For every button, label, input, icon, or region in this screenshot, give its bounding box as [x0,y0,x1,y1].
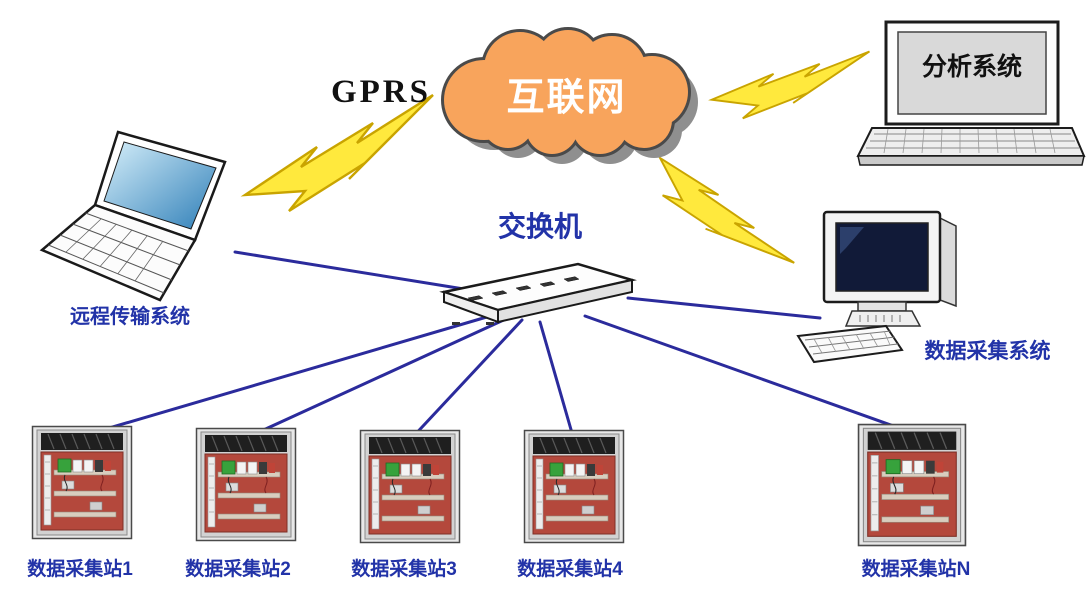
station-label-3: 数据采集站3 [351,559,457,580]
switch-front-face [497,278,633,324]
internet-cloud-label: 互联网 [506,77,627,119]
ethernet-switch [439,262,637,325]
monitor-neck [857,301,907,312]
link-switch-station1 [80,312,499,438]
laptop-key-columns [65,218,164,282]
lightning-bolt-laptop-cloud [243,93,435,213]
station-label-1: 数据采集站1 [27,559,133,580]
analysis-screen [897,31,1047,115]
switch-ports [467,276,580,301]
station-label-4: 数据采集站4 [517,559,623,580]
network-links [80,250,918,442]
gprs-label: GPRS [330,74,431,110]
link-laptop-switch [233,250,472,292]
station-cabinet-3 [359,429,461,544]
link-switch-stationN [583,314,918,436]
acquisition-desktop [796,210,957,364]
link-switch-station4 [538,320,576,442]
station-cabinet-2 [195,427,297,542]
remote-laptop [39,130,227,302]
screen-glint [840,227,864,254]
laptop-screen [103,141,217,230]
analysis-system-label: 分析系统 [921,53,1022,81]
internet-cloud [441,27,698,164]
laptop-key-rows [48,212,189,294]
link-switch-station2 [244,316,510,440]
analysis-laptop [856,20,1086,166]
lightning-bolt-cloud-analysis [708,22,871,141]
station-cabinet-N [857,423,967,547]
analysis-keyboard-edge [857,155,1085,166]
laptop-keyboard-base [39,203,197,302]
monitor-base [844,310,922,327]
station-label-N: 数据采集站N [861,559,971,580]
switch-label: 交换机 [497,211,582,242]
station-cabinet-1 [31,425,133,540]
link-switch-desktop [626,296,822,320]
analysis-keyboard [856,127,1086,157]
station-cabinet-4 [523,429,625,544]
desktop-side [939,216,957,308]
station-label-2: 数据采集站2 [185,559,291,580]
link-switch-station3 [408,318,524,442]
acquisition-system-label: 数据采集系统 [924,340,1051,363]
remote-system-label: 远程传输系统 [70,306,190,328]
